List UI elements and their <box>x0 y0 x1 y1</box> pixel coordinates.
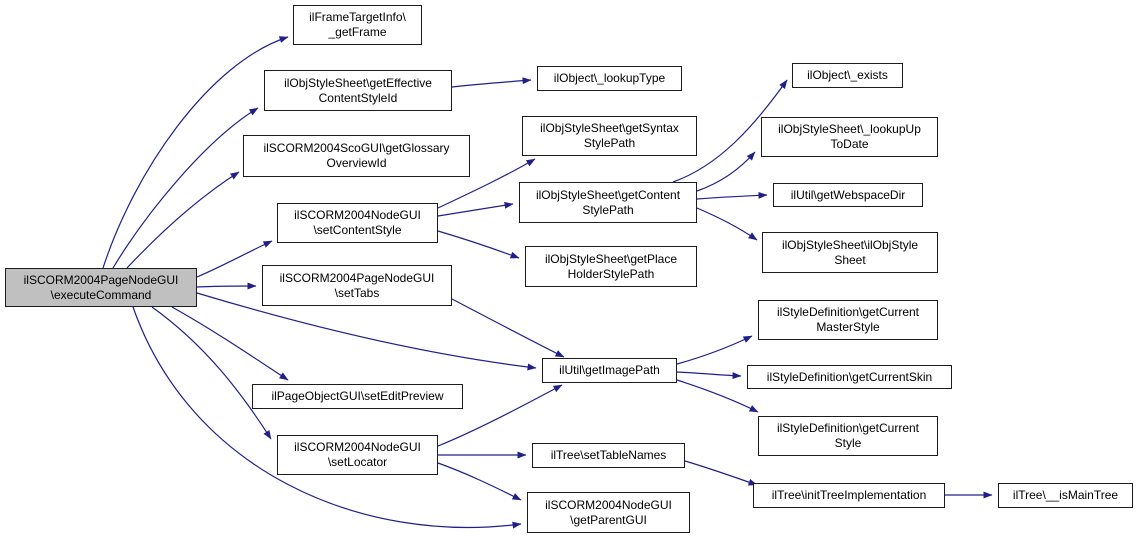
edge-execute-command-to-get-glossary-overview-id <box>126 171 240 269</box>
edge-execute-command-to-get-effective-content-style-id <box>112 107 259 269</box>
node-label-line: \executeCommand <box>50 287 152 302</box>
node-label-line: ilSCORM2004NodeGUI <box>294 440 421 454</box>
edge-execute-command-to-set-edit-preview <box>171 306 289 381</box>
node-label-line: ilObjStyleSheet\getEffective <box>284 75 432 90</box>
edge-set-table-names-to-init-tree-implementation <box>684 460 758 486</box>
node-label-line: ilObject\_lookupType <box>553 71 666 85</box>
node-execute-command: ilSCORM2004PageNodeGUI\executeCommand <box>5 268 197 307</box>
node-label-line: ilObjStyleSheet\getContent <box>535 187 681 202</box>
edge-execute-command-to-set-content-style <box>196 240 273 278</box>
node-label-line: ilSCORM2004NodeGUI <box>545 497 672 512</box>
edge-get-image-path-to-get-current-skin <box>676 371 742 380</box>
node-label-line: ilUtil\getWebspaceDir <box>790 187 906 202</box>
node-label-line: ilSCORM2004PageNodeGUI <box>279 270 435 285</box>
node-set-locator[interactable]: ilSCORM2004NodeGUI\setLocator <box>277 435 438 475</box>
node-label-line: \setLocator <box>327 455 388 469</box>
edge-set-content-style-to-get-content-style-path <box>437 201 514 217</box>
node-label-line: ilStyleDefinition\getCurrent <box>776 421 920 435</box>
edge-get-content-style-path-to-exists <box>672 79 788 183</box>
node-label-line: ContentStyleId <box>318 90 398 105</box>
edge-get-content-style-path-to-lookup-up-to-date <box>696 151 756 192</box>
node-init-tree-implementation[interactable]: ilTree\initTreeImplementation <box>753 483 945 508</box>
node-label-line: StylePath <box>582 202 634 217</box>
node-label-line: ilObjStyleSheet\getSyntax <box>540 121 679 135</box>
node-label-line: HolderStylePath <box>567 266 655 281</box>
node-set-content-style[interactable]: ilSCORM2004NodeGUI\setContentStyle <box>277 203 438 243</box>
edge-get-effective-content-style-id-to-lookup-type <box>451 77 532 88</box>
edge-get-content-style-path-to-get-webspace-dir <box>696 191 768 200</box>
node-label-line: Style <box>834 436 862 450</box>
node-label-line: ilObjStyleSheet\getPlace <box>544 251 678 266</box>
node-label-line: ilStyleDefinition\getCurrent <box>776 305 920 319</box>
edge-execute-command-to-get-frame <box>102 36 289 269</box>
edge-get-content-style-path-to-il-obj-style-sheet <box>696 207 758 241</box>
node-set-tabs[interactable]: ilSCORM2004PageNodeGUI\setTabs <box>262 265 452 306</box>
edge-get-image-path-to-get-current-master-style <box>676 335 753 365</box>
node-label-line: ToDate <box>830 137 869 151</box>
node-label-line: ilSCORM2004NodeGUI <box>294 208 421 222</box>
node-set-edit-preview[interactable]: ilPageObjectGUI\setEditPreview <box>252 384 463 409</box>
node-label-line: ilObjStyleSheet\ilObjStyle <box>781 237 919 252</box>
node-get-parent-gui[interactable]: ilSCORM2004NodeGUI\getParentGUI <box>527 492 690 533</box>
node-is-main-tree[interactable]: ilTree\__isMainTree <box>998 483 1133 508</box>
edge-set-content-style-to-get-syntax-style-path <box>437 158 536 209</box>
node-get-frame[interactable]: ilFrameTargetInfo\_getFrame <box>293 5 422 45</box>
node-label-line: \setContentStyle <box>313 223 402 237</box>
node-label-line: Sheet <box>834 252 866 267</box>
node-label-line: _getFrame <box>328 25 387 39</box>
node-label-line: ilObject\_exists <box>807 68 888 82</box>
edge-execute-command-to-set-tabs <box>196 282 257 290</box>
edge-set-content-style-to-get-place-holder-style-path <box>437 230 520 259</box>
edge-get-image-path-to-get-current-style <box>676 379 759 413</box>
node-label-line: ilTree\setTableNames <box>550 448 667 462</box>
node-label-line: ilPageObjectGUI\setEditPreview <box>271 389 444 403</box>
node-label-line: ilObjStyleSheet\_lookupUp <box>778 122 921 136</box>
node-label-line: \setTabs <box>334 285 380 300</box>
node-label-line: \getParentGUI <box>570 512 647 527</box>
node-label-line: ilTree\__isMainTree <box>1012 488 1119 502</box>
node-label-line: OverviewId <box>326 156 387 170</box>
node-label-line: ilSCORM2004PageNodeGUI <box>23 272 179 287</box>
node-label-line: ilSCORM2004ScoGUI\getGlossary <box>263 141 450 155</box>
edge-execute-command-to-get-parent-gui <box>132 306 522 529</box>
node-label-line: ilStyleDefinition\getCurrentSkin <box>766 369 933 384</box>
node-label-line: ilFrameTargetInfo\ <box>309 10 406 24</box>
edge-execute-command-to-get-image-path <box>196 292 537 371</box>
node-lookup-type[interactable]: ilObject\_lookupType <box>537 66 682 91</box>
edge-set-tabs-to-get-image-path <box>451 298 565 358</box>
node-label-line: StylePath <box>583 136 636 150</box>
edge-execute-command-to-set-locator <box>151 306 272 440</box>
node-get-webspace-dir[interactable]: ilUtil\getWebspaceDir <box>773 183 923 207</box>
node-label-line: MasterStyle <box>816 320 880 334</box>
node-label-line: ilUtil\getImagePath <box>559 363 660 377</box>
node-get-current-skin[interactable]: ilStyleDefinition\getCurrentSkin <box>747 365 952 389</box>
node-label-line: ilTree\initTreeImplementation <box>771 488 927 502</box>
node-get-image-path[interactable]: ilUtil\getImagePath <box>542 358 677 383</box>
edge-set-locator-to-get-parent-gui <box>437 462 522 501</box>
edge-set-locator-to-get-image-path <box>437 384 563 447</box>
node-set-table-names[interactable]: ilTree\setTableNames <box>532 443 685 468</box>
node-exists[interactable]: ilObject\_exists <box>792 63 903 88</box>
